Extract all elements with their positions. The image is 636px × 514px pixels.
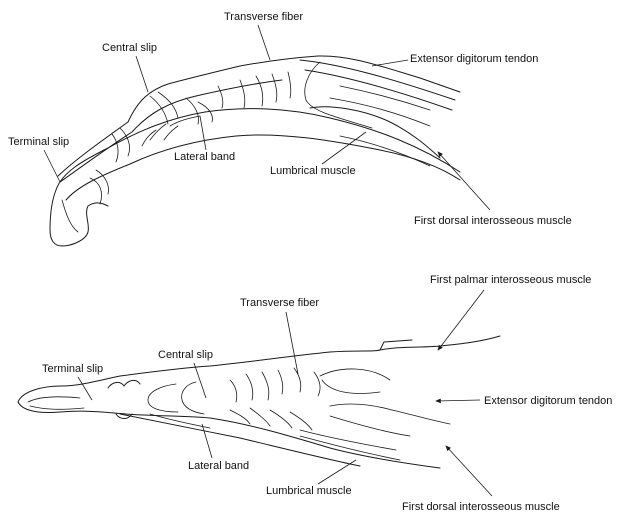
bottom-label-extensor-digitorum-tendon: Extensor digitorum tendon: [484, 395, 612, 407]
bottom-leader-terminal-slip: [78, 377, 92, 400]
bottom-arrow-extensor-digitorum-tendon: [436, 400, 480, 401]
top-label-extensor-digitorum-tendon: Extensor digitorum tendon: [410, 53, 538, 65]
top-label-first-dorsal-interosseous: First dorsal interosseous muscle: [414, 215, 572, 227]
top-label-lateral-band: Lateral band: [174, 151, 235, 163]
bottom-label-first-palmar-interosseous: First palmar interosseous muscle: [430, 274, 591, 286]
bottom-label-central-slip: Central slip: [158, 349, 213, 361]
top-label-lumbrical-muscle: Lumbrical muscle: [270, 165, 356, 177]
top-label-terminal-slip: Terminal slip: [8, 136, 69, 148]
bottom-finger-drawing: [18, 336, 500, 468]
bottom-label-terminal-slip: Terminal slip: [42, 363, 103, 375]
top-leader-central-slip: [136, 56, 148, 92]
top-label-central-slip: Central slip: [102, 42, 157, 54]
top-arrow-first-dorsal-interosseous: [438, 152, 490, 210]
top-leader-terminal-slip: [44, 150, 60, 182]
bottom-leader-transverse-fiber: [286, 312, 298, 374]
top-leader-transverse-fiber: [258, 25, 270, 60]
top-leader-extensor-tendon: [372, 60, 408, 66]
bottom-label-lumbrical-muscle: Lumbrical muscle: [266, 485, 352, 497]
top-leader-lateral-band: [200, 116, 206, 150]
bottom-leader-lateral-band: [202, 424, 212, 458]
bottom-leader-central-slip: [194, 363, 206, 398]
top-label-transverse-fiber: Transverse fiber: [224, 11, 303, 23]
bottom-label-first-dorsal-interosseous: First dorsal interosseous muscle: [402, 501, 560, 513]
top-finger-drawing: [50, 56, 460, 246]
bottom-arrow-first-dorsal-interosseous: [446, 446, 492, 496]
bottom-label-lateral-band: Lateral band: [188, 460, 249, 472]
bottom-leader-lumbrical: [318, 460, 356, 484]
bottom-label-transverse-fiber: Transverse fiber: [240, 297, 319, 309]
